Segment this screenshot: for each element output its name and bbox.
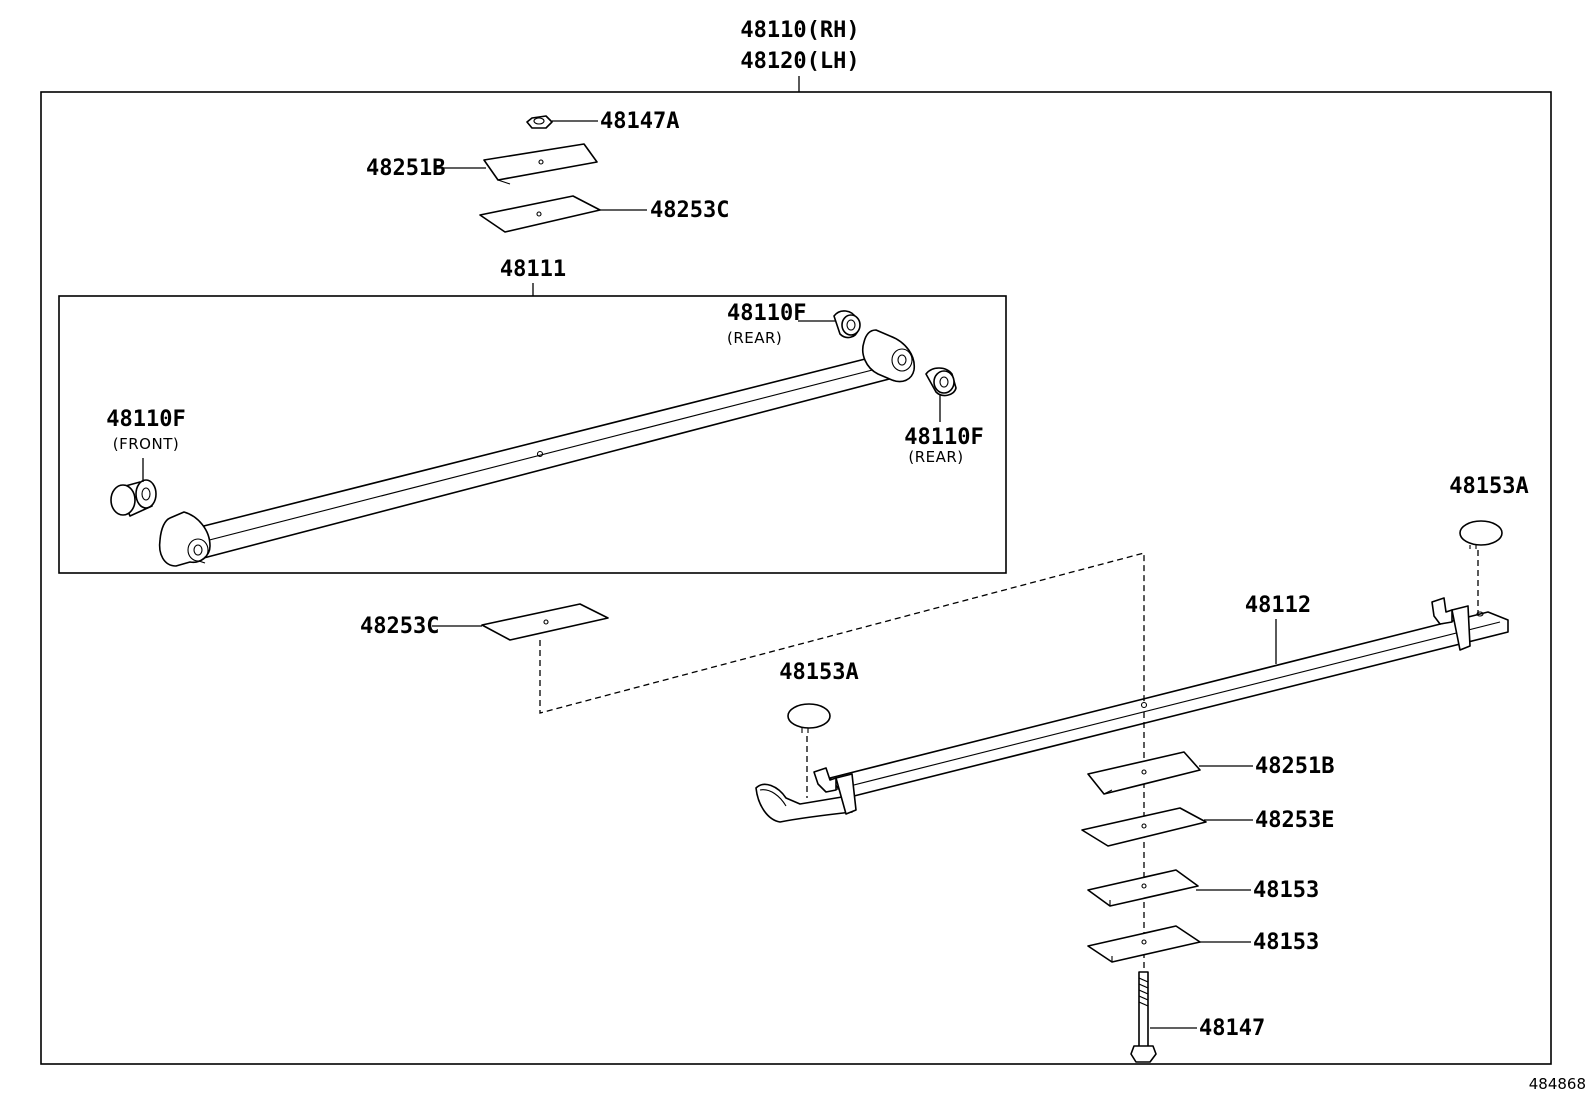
second-leaf-label[interactable]: 48112 xyxy=(1245,593,1311,618)
spacer-2-label[interactable]: 48153 xyxy=(1253,930,1319,955)
pad-mid-label[interactable]: 48153A xyxy=(779,660,858,685)
main-leaf-label[interactable]: 48111 xyxy=(500,257,566,282)
main-leaf-part[interactable] xyxy=(158,329,915,567)
bushing-rear-lower-label[interactable]: 48110F xyxy=(904,425,983,450)
bushing-rear-lower-part[interactable] xyxy=(925,367,957,397)
main-leaf-frame xyxy=(58,295,1007,574)
diagram-reference-number: 484868 xyxy=(1529,1075,1586,1093)
plate-low-e[interactable] xyxy=(1081,807,1207,847)
pad-right-label[interactable]: 48153A xyxy=(1449,474,1528,499)
plate-top-b[interactable] xyxy=(483,143,598,185)
assembly-label-rh[interactable]: 48110(RH) xyxy=(740,18,859,43)
assembly-label-lh[interactable]: 48120(LH) xyxy=(740,49,859,74)
assembly-frame xyxy=(40,91,1552,1065)
second-leaf-part[interactable] xyxy=(755,597,1509,823)
plate-low-b[interactable] xyxy=(1087,751,1201,795)
plate-top-c-label[interactable]: 48253C xyxy=(650,198,729,223)
plate-top-c[interactable] xyxy=(479,195,601,233)
bushing-front-label[interactable]: 48110F xyxy=(106,407,185,432)
bushing-front-part[interactable] xyxy=(110,479,157,517)
alignment-dash-line xyxy=(539,552,1145,714)
spacer-1-part[interactable] xyxy=(1087,869,1199,907)
nut-part[interactable] xyxy=(526,115,553,129)
plate-low-e-label[interactable]: 48253E xyxy=(1255,808,1334,833)
plate-low-b-label[interactable]: 48251B xyxy=(1255,754,1334,779)
bushing-front-note: (FRONT) xyxy=(113,435,179,453)
pad-mid-part[interactable] xyxy=(787,703,831,733)
plate-top-b-label[interactable]: 48251B xyxy=(366,156,445,181)
plate-mid-c[interactable] xyxy=(481,603,609,641)
bushing-rear-lower-note: (REAR) xyxy=(908,448,963,466)
center-bolt-label[interactable]: 48147 xyxy=(1199,1016,1265,1041)
bushing-rear-upper-label[interactable]: 48110F xyxy=(727,301,806,326)
nut-label[interactable]: 48147A xyxy=(600,109,679,134)
bushing-rear-upper-part[interactable] xyxy=(833,310,861,339)
plate-mid-c-label[interactable]: 48253C xyxy=(360,614,439,639)
bushing-rear-upper-note: (REAR) xyxy=(727,329,782,347)
pad-right-part[interactable] xyxy=(1459,520,1503,549)
spacer-1-label[interactable]: 48153 xyxy=(1253,878,1319,903)
center-bolt-part[interactable] xyxy=(1130,971,1157,1063)
